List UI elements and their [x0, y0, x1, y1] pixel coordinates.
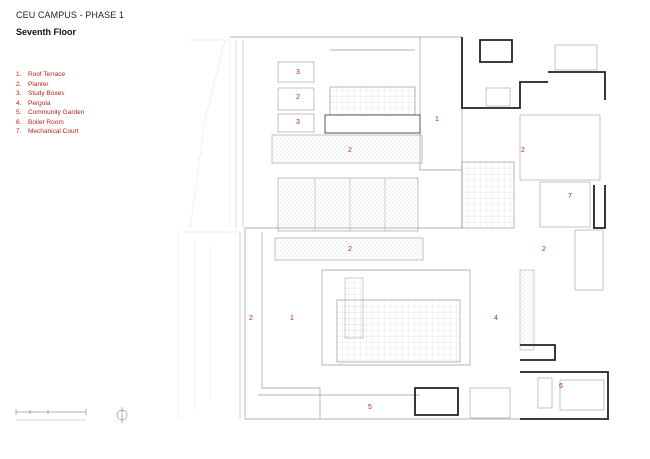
- plan-label-study-box: 3: [296, 69, 300, 76]
- building-outline: [230, 36, 520, 420]
- planter-inner-lines: [314, 178, 386, 231]
- plan-labels: 3 2 3 1 2 2 7 2 2 2 1 4 6 5: [249, 69, 572, 411]
- plan-label-boiler-room: 6: [559, 383, 563, 390]
- plan-label-community-garden: 5: [368, 404, 372, 411]
- plan-label-planter: 2: [348, 147, 352, 154]
- plan-label-planter: 2: [521, 147, 525, 154]
- core-interior: [469, 44, 605, 419]
- study-boxes: [277, 61, 315, 133]
- plan-label-planter: 2: [542, 246, 546, 253]
- plan-label-planter: 2: [296, 94, 300, 101]
- plan-label-planter: 2: [249, 315, 253, 322]
- plan-label-pergola: 4: [494, 315, 498, 322]
- floor-subtitle: Seventh Floor: [16, 27, 77, 37]
- plan-label-mechanical-court: 7: [568, 193, 572, 200]
- north-arrow-icon: [116, 407, 128, 423]
- planter-beds: [271, 134, 424, 261]
- legend-item: 5.Community Garden: [16, 109, 85, 116]
- site-context-lines: [177, 39, 240, 420]
- roof-core-box: [461, 161, 535, 351]
- legend-item: 7.Mechanical Court: [16, 128, 79, 135]
- plan-label-roof-terrace: 1: [290, 315, 294, 322]
- legend-item: 4.Pergola: [16, 99, 51, 107]
- legend-item: 3.Study Boxes: [16, 90, 65, 97]
- scale-bar: [15, 409, 87, 421]
- pergola-upper: [324, 86, 421, 134]
- drawing-title: CEU CAMPUS - PHASE 1: [16, 10, 125, 20]
- plan-label-roof-terrace: 1: [435, 116, 439, 123]
- room-legend: 1.Roof Terrace 2.Planter 3.Study Boxes 4…: [16, 70, 84, 137]
- core-walls: [414, 37, 609, 420]
- legend-item: 1.Roof Terrace: [16, 71, 66, 78]
- pergola-center: [336, 277, 461, 363]
- legend-item: 6.Boiler Room: [16, 118, 64, 126]
- legend-item: 2.Planter: [16, 80, 49, 88]
- plan-label-planter: 2: [348, 246, 352, 253]
- plan-label-study-box: 3: [296, 119, 300, 126]
